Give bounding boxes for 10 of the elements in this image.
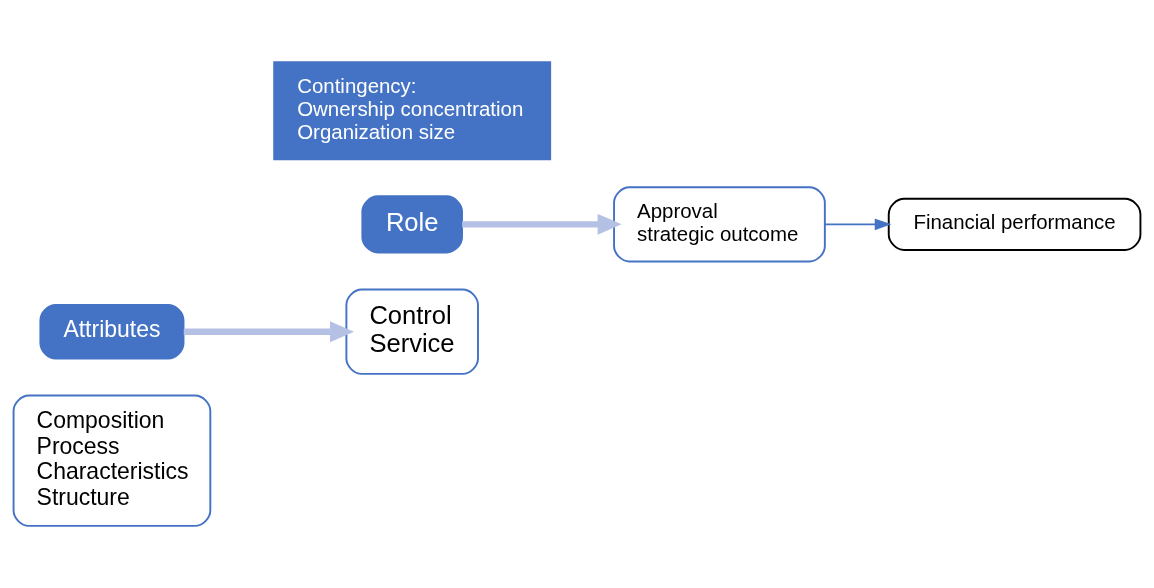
arrow bbox=[462, 213, 622, 235]
arrow bbox=[183, 321, 354, 343]
node-box: Attributes bbox=[39, 303, 185, 360]
node-box: Control Service bbox=[345, 288, 479, 375]
node-box: Financial performance bbox=[887, 197, 1142, 251]
node-box: Approval strategic outcome bbox=[613, 186, 826, 263]
arrow bbox=[824, 218, 892, 231]
node-box: Role bbox=[361, 195, 463, 254]
node-box: Contingency: Ownership concentration Organization size bbox=[273, 61, 552, 161]
node-box: Composition Process Characteristics Structure bbox=[12, 394, 212, 527]
